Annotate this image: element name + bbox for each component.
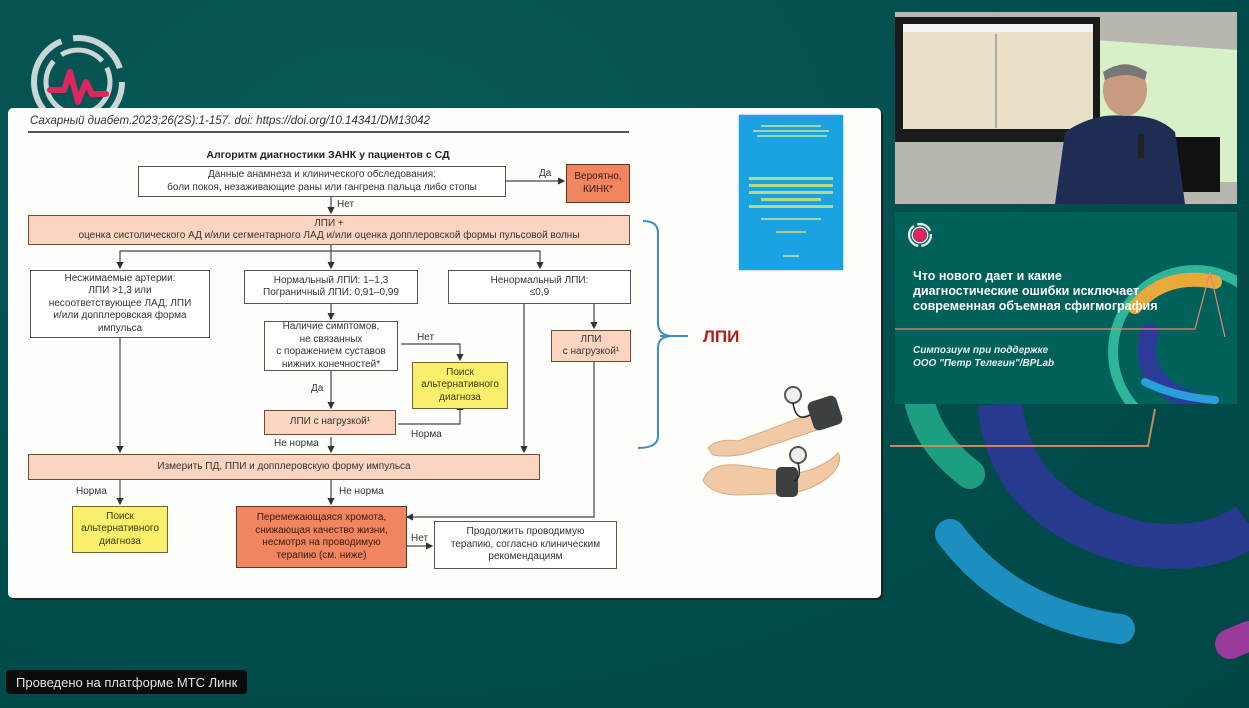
box-probable-cli: Вероятно,КИНК* (566, 164, 630, 203)
session-title-card: Что нового дает и какие диагностические … (895, 212, 1237, 404)
label-not-norm-mid: Не норма (274, 438, 319, 449)
box-abnormal-abi: Ненормальный ЛПИ:≤0,9 (448, 270, 631, 304)
box-symptoms: Наличие симптомов,не связанных с поражен… (264, 321, 398, 371)
event-logo-icon (31, 35, 125, 129)
box-abi-assessment: ЛПИ +оценка систолического АД и/или сегм… (28, 215, 630, 245)
arrow-to-noncompressible (116, 245, 332, 270)
session-title: Что нового дает и какие диагностические … (913, 269, 1158, 313)
bracket (637, 220, 674, 449)
arrow-stress-right-claudication (405, 362, 595, 521)
box-measure: Измерить ПД, ППИ и допплеровскую форму и… (28, 454, 540, 480)
speaker-video-frame (895, 12, 1237, 204)
box-claudication: Перемежающаяся хромота,снижающая качеств… (236, 506, 407, 568)
session-sponsor: Симпозиум при поддержке ООО "Петр Телеги… (913, 345, 1055, 369)
divider (28, 131, 629, 133)
box-stress-abi-mid: ЛПИ с нагрузкой¹ (264, 410, 396, 435)
box-noncompressible: Несжимаемые артерии:ЛПИ >1,3 или несоотв… (30, 270, 210, 338)
label-no-top: Нет (337, 199, 355, 210)
label-no-bottom: Нет (411, 533, 429, 544)
label-norm-bottom: Норма (76, 486, 107, 497)
arrow-stress-norm (398, 402, 464, 425)
arrow-to-abnormal (331, 250, 544, 270)
platform-badge: Проведено на платформе МТС Линк (6, 670, 248, 694)
box-history: Данные анамнеза и клинического обследова… (138, 166, 506, 197)
presentation-slide: Сахарный диабет.2023;26(2S):1-157. doi: … (8, 108, 881, 598)
abi-label: ЛПИ (703, 327, 740, 346)
background-decoration (890, 404, 1249, 659)
label-no-symptoms: Нет (417, 332, 435, 343)
speaker-video-feed (895, 12, 1237, 204)
label-yes-top: Да (539, 168, 552, 179)
flowchart-arrows (116, 177, 688, 550)
title-card-logo-icon (907, 222, 933, 248)
flowchart-title: Алгоритм диагностики ЗАНК у пациентов с … (206, 149, 450, 161)
label-yes-symptoms: Да (311, 383, 324, 394)
label-norm-mid: Норма (411, 429, 442, 440)
arrow-symptoms-no (401, 343, 464, 362)
blood-pressure-measurement-illustration (702, 386, 843, 497)
guideline-book-cover (739, 115, 843, 270)
label-not-norm-bottom: Не норма (339, 486, 384, 497)
citation: Сахарный диабет.2023;26(2S):1-157. doi: … (30, 115, 431, 127)
title-card-decoration (895, 265, 1237, 404)
